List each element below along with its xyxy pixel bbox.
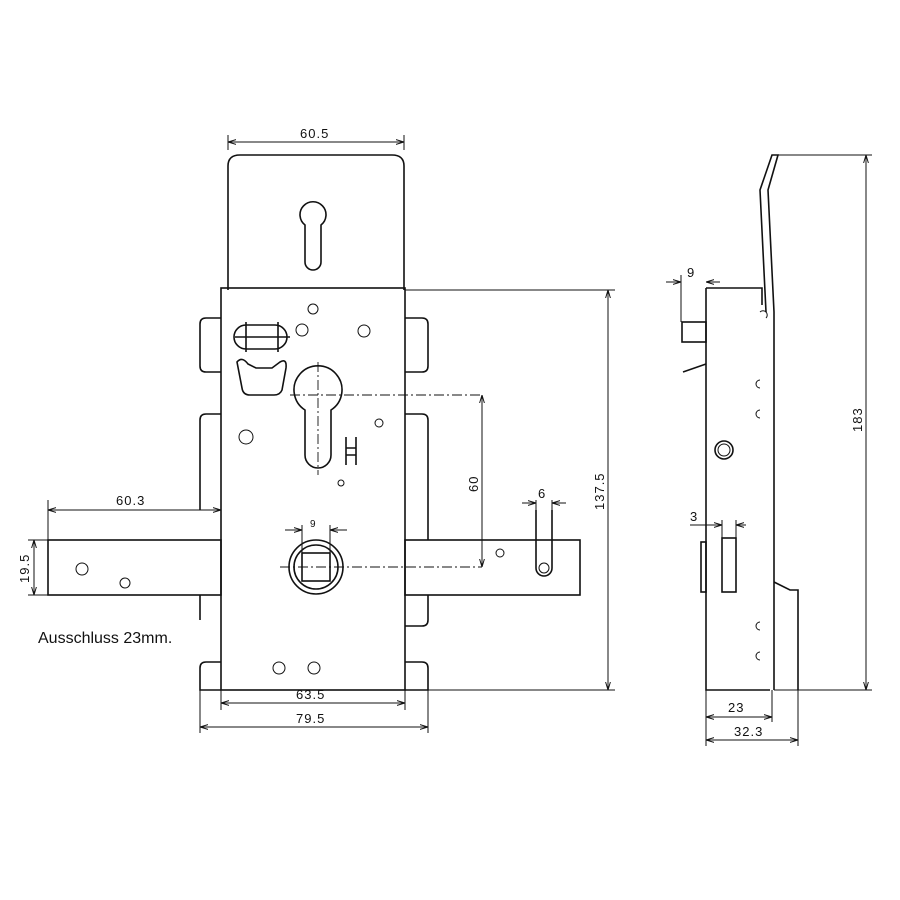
tab-right-4 xyxy=(405,661,429,691)
front-view xyxy=(47,154,581,691)
side-latch xyxy=(681,321,707,343)
latch-slot xyxy=(233,322,290,352)
h-mark xyxy=(345,437,357,465)
tab-right-1 xyxy=(405,317,429,373)
bolt-slot xyxy=(535,510,553,577)
dim-overall-width: 79.5 xyxy=(296,711,325,726)
side-screw xyxy=(714,440,734,460)
dim-overall-depth: 32.3 xyxy=(734,724,763,739)
dim-lock-height: 137.5 xyxy=(592,472,607,510)
dim-overall-height: 183 xyxy=(850,407,865,432)
tab-left-4 xyxy=(199,661,221,691)
dim-case-depth: 23 xyxy=(728,700,744,715)
backset-note: Ausschluss 23mm. xyxy=(38,630,173,647)
side-view xyxy=(681,154,799,691)
side-bolt xyxy=(721,537,737,593)
cylinder-cutout xyxy=(293,365,343,469)
front-dimensions: 60.5 137.5 60 60.3 19.5 9 6 63.5 79.5 xyxy=(17,126,615,733)
dim-case-width: 63.5 xyxy=(296,687,325,702)
dim-backset: 60 xyxy=(466,476,481,492)
bolt-left xyxy=(47,539,222,596)
dim-side-3: 3 xyxy=(690,509,698,524)
keyhole-cutout xyxy=(299,200,327,271)
dim-follower-square: 9 xyxy=(310,519,317,530)
side-case xyxy=(705,287,770,691)
tab-right-3 xyxy=(405,595,429,627)
dim-plate-width: 60.5 xyxy=(300,126,329,141)
spring-clip xyxy=(236,358,287,396)
side-dimensions: 183 9 3 23 32.3 xyxy=(666,154,872,746)
spring-plate xyxy=(759,154,780,690)
dim-side-9: 9 xyxy=(687,265,695,280)
dim-bolt-projection: 60.3 xyxy=(116,493,145,508)
dim-bolt-height: 19.5 xyxy=(17,554,32,583)
bolt-right xyxy=(404,539,581,596)
screw-holes xyxy=(75,303,550,675)
tab-left-1 xyxy=(199,317,221,373)
tab-right-2 xyxy=(405,413,429,540)
lock-case xyxy=(220,287,406,691)
strike-bracket xyxy=(773,581,799,690)
tab-left-2 xyxy=(199,413,221,510)
top-cover-plate xyxy=(227,154,405,290)
dim-bolt-slot: 6 xyxy=(538,486,546,501)
